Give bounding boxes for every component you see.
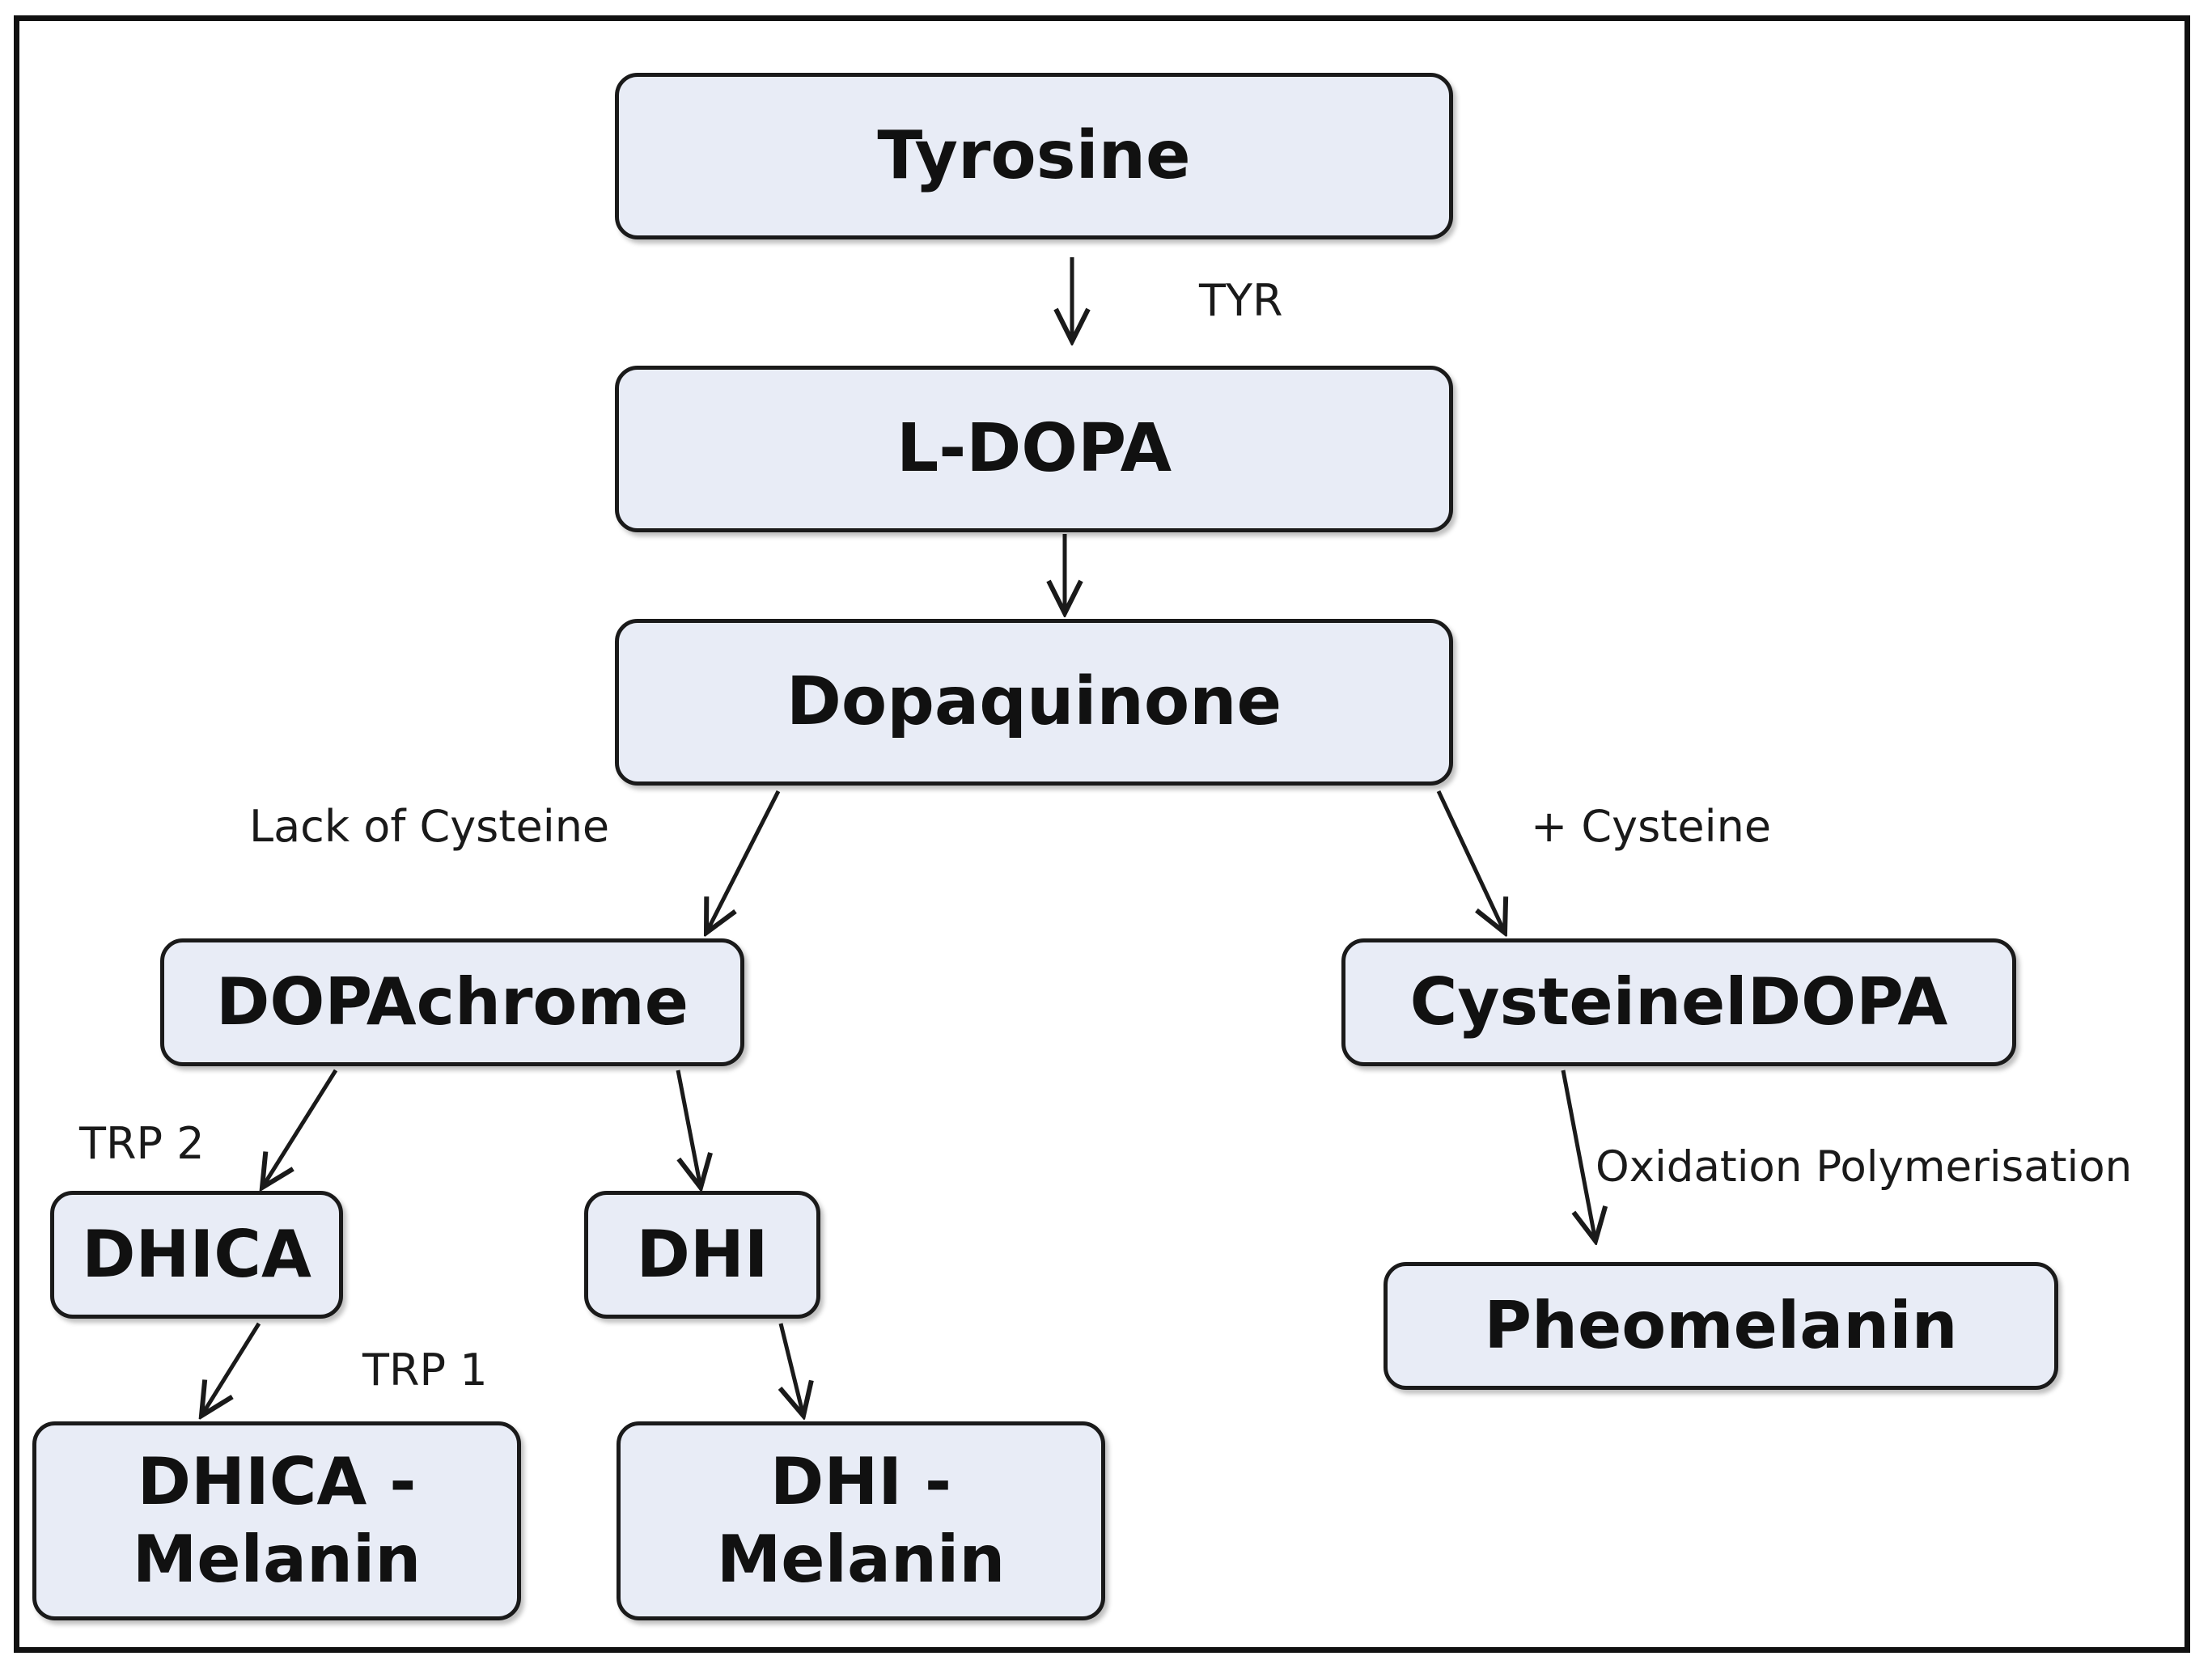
node-dhica: DHICA (50, 1191, 343, 1319)
node-dhi-melanin-line1: DHI - (769, 1444, 952, 1519)
node-dopachrome-label: DOPAchrome (215, 964, 689, 1040)
node-pheomelanin-label: Pheomelanin (1484, 1288, 1958, 1363)
arrow-dhica-to-dhica-melanin (201, 1322, 261, 1416)
node-dhi-melanin: DHI - Melanin (617, 1421, 1105, 1620)
arrow-cysteineldopa-to-pheomelanin (1561, 1069, 1595, 1241)
node-dhica-melanin: DHICA - Melanin (32, 1421, 521, 1620)
node-l-dopa: L-DOPA (615, 366, 1453, 532)
arrow-dopaquinone-to-dopachrome (706, 790, 781, 933)
node-pheomelanin: Pheomelanin (1384, 1262, 2058, 1390)
node-cysteineldopa: CysteinelDOPA (1341, 938, 2016, 1066)
edge-label-lack-of-cysteine: Lack of Cysteine (249, 801, 610, 852)
node-dhica-label: DHICA (82, 1217, 311, 1292)
node-l-dopa-label: L-DOPA (896, 409, 1172, 487)
node-dopachrome: DOPAchrome (160, 938, 744, 1066)
node-dhi-label: DHI (636, 1217, 769, 1292)
node-dhi: DHI (584, 1191, 820, 1319)
edge-label-plus-cysteine: + Cysteine (1531, 801, 1772, 852)
node-dhica-melanin-line1: DHICA - (137, 1444, 417, 1519)
edge-label-trp2: TRP 2 (79, 1118, 205, 1169)
node-tyrosine-label: Tyrosine (877, 116, 1191, 194)
node-dopaquinone: Dopaquinone (615, 619, 1453, 786)
node-tyrosine: Tyrosine (615, 73, 1453, 239)
edge-label-trp1: TRP 1 (362, 1345, 488, 1396)
arrow-dhi-to-dhi-melanin (781, 1323, 803, 1416)
edge-label-oxidation-polymerisation: Oxidation Polymerisation (1595, 1142, 2133, 1192)
arrow-dopachrome-to-dhi (676, 1069, 701, 1188)
node-dopaquinone-label: Dopaquinone (786, 663, 1282, 740)
arrow-dopachrome-to-dhica (262, 1069, 338, 1188)
node-cysteineldopa-label: CysteinelDOPA (1409, 964, 1948, 1040)
edge-label-tyr: TYR (1199, 275, 1283, 326)
node-dhica-melanin-line2: Melanin (132, 1522, 422, 1597)
node-dhi-melanin-line2: Melanin (716, 1522, 1006, 1597)
arrow-dopaquinone-to-cysteineldopa (1436, 790, 1505, 933)
